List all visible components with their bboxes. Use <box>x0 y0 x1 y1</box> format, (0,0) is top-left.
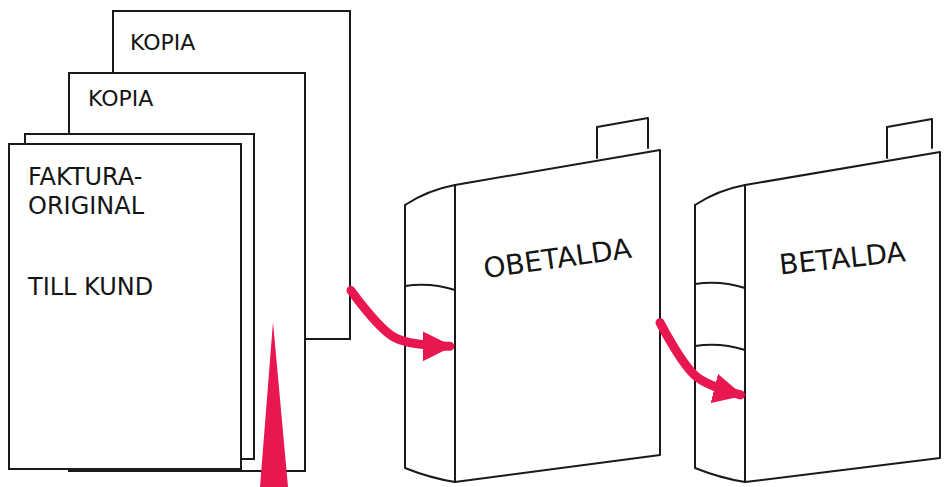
invoice-original: FAKTURA- ORIGINAL TILL KUND <box>8 143 242 470</box>
flow-arrow <box>660 323 741 395</box>
binder-unpaid: OBETALDA <box>455 150 660 482</box>
flow-arrow <box>351 291 450 347</box>
binder-paid: BETALDA <box>745 150 940 482</box>
binder-obetalda <box>405 118 660 482</box>
node-title: KOPIA <box>88 86 304 112</box>
binder-betalda <box>695 119 940 482</box>
node-title: KOPIA <box>130 30 349 56</box>
node-note: TILL KUND <box>28 273 178 302</box>
node-title: FAKTURA- ORIGINAL <box>28 163 178 221</box>
node-title: OBETALDA <box>481 232 633 286</box>
node-title: BETALDA <box>778 235 908 282</box>
down-arrow <box>260 322 288 487</box>
